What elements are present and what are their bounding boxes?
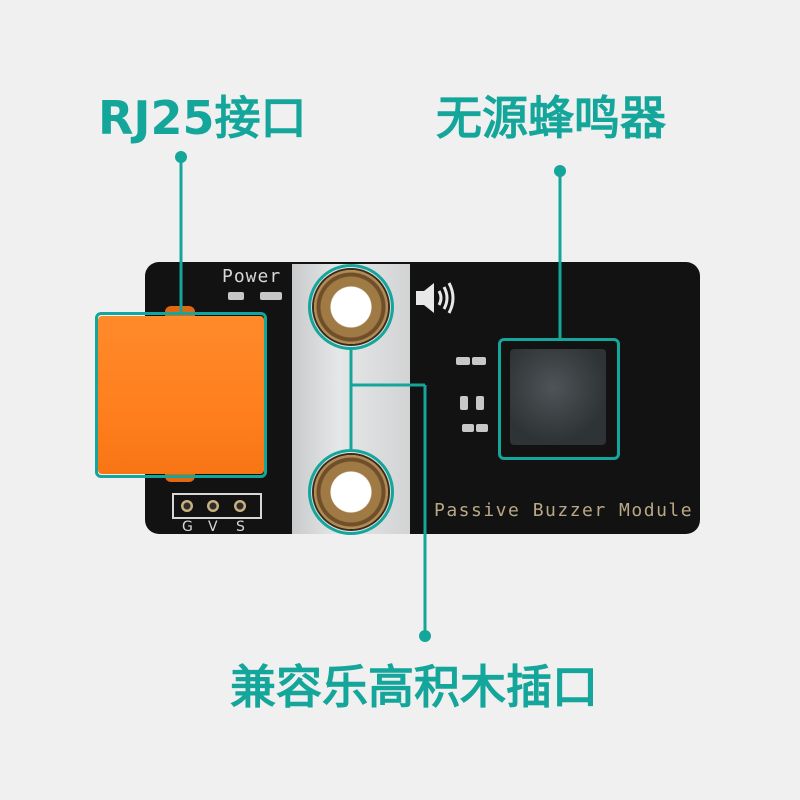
smd-pad — [456, 357, 470, 365]
buzzer-component — [510, 349, 606, 445]
pin-label-g: G — [182, 519, 193, 535]
rj25-connector — [98, 316, 264, 474]
rj25-highlight — [95, 312, 267, 478]
power-label: Power — [222, 266, 282, 287]
speaker-icon — [416, 282, 455, 314]
rj25-callout-label: RJ25接口 — [98, 91, 307, 145]
module-name: Passive Buzzer Module — [434, 500, 694, 521]
buzzer-highlight — [498, 338, 620, 460]
pin-header — [172, 493, 262, 519]
pin-s — [234, 500, 246, 512]
lego-bottom-highlight — [308, 449, 394, 535]
pin-label-v: V — [208, 519, 218, 535]
pin-g — [181, 500, 193, 512]
pin-v — [207, 500, 219, 512]
power-led-pad — [228, 292, 244, 300]
power-led-pad-2 — [260, 292, 282, 300]
transistor-pad — [476, 396, 484, 410]
smd-pad — [462, 424, 474, 432]
pin-label-s: S — [236, 519, 245, 535]
transistor-pad — [460, 396, 468, 410]
smd-pad — [472, 357, 486, 365]
buzzer-callout-label: 无源蜂鸣器 — [436, 91, 666, 145]
lego-callout-label: 兼容乐高积木插口 — [230, 660, 598, 714]
smd-pad — [476, 424, 488, 432]
lego-top-highlight — [308, 264, 394, 350]
